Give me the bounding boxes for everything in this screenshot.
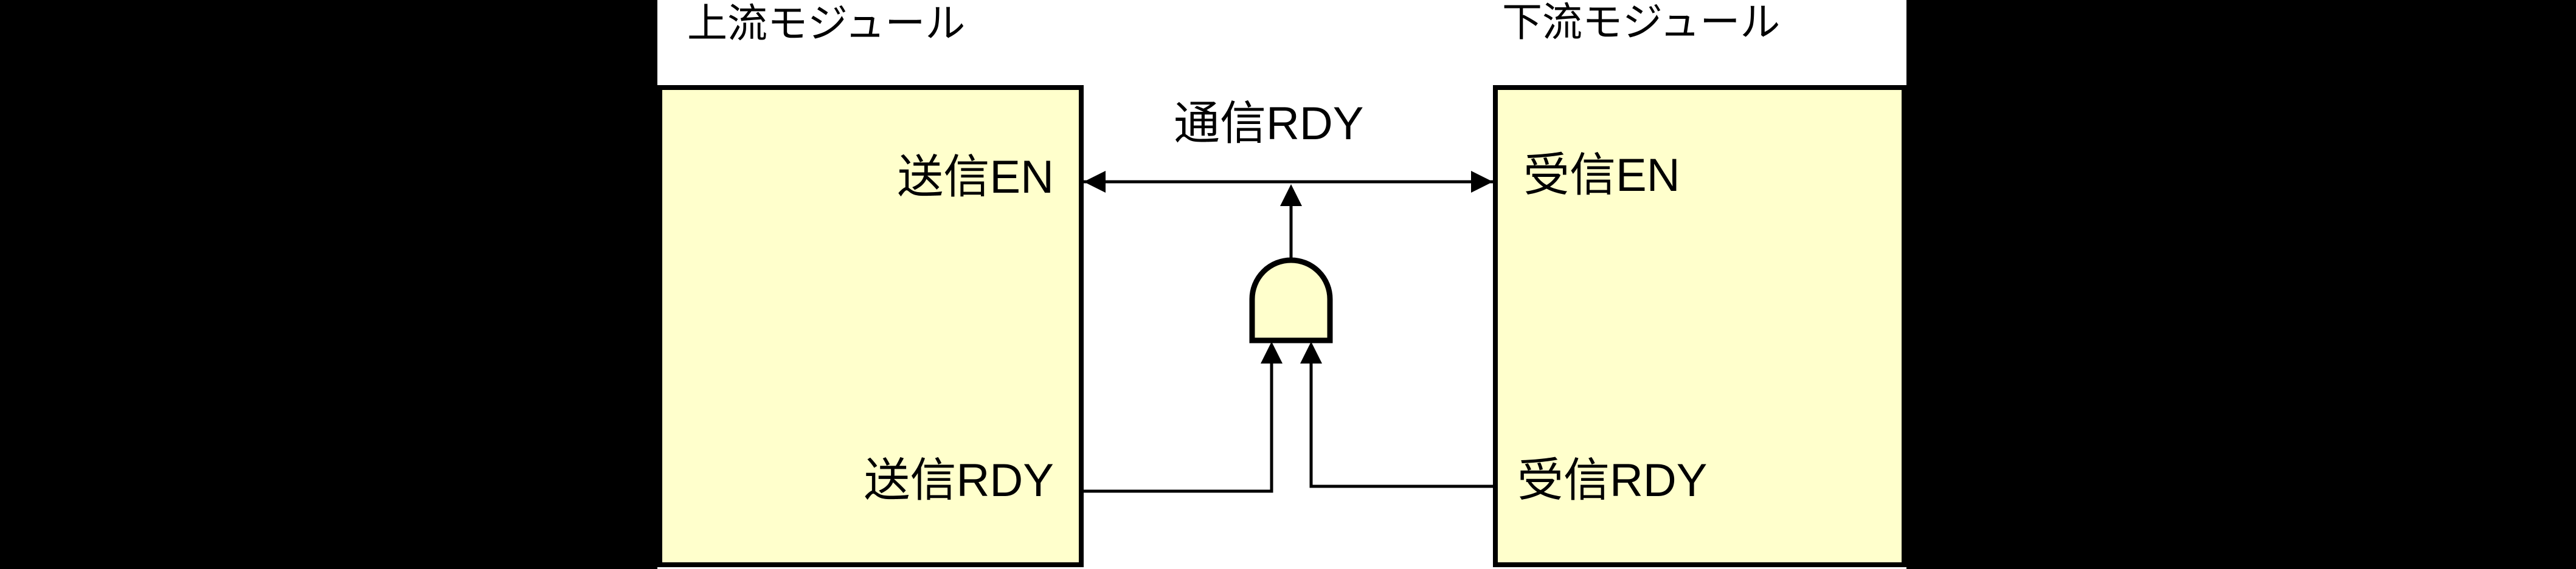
and-gate-icon (1249, 257, 1333, 343)
downstream-module-box: 受信EN 受信RDY (1493, 85, 1906, 567)
receive-rdy-wire (1309, 360, 1493, 488)
downstream-receive-rdy-label: 受信RDY (1517, 455, 1708, 506)
upstream-module-box: 送信EN 送信RDY (657, 85, 1084, 567)
upstream-send-en-label: 送信EN (897, 151, 1054, 203)
upstream-send-rdy-label: 送信RDY (864, 455, 1054, 506)
downstream-module-title: 下流モジュール (1502, 0, 1781, 44)
upstream-module-title: 上流モジュール (687, 1, 966, 46)
comm-rdy-label: 通信RDY (1174, 98, 1364, 150)
arrowhead-right-icon (1471, 171, 1493, 193)
send-rdy-wire (1084, 360, 1273, 493)
arrowhead-gate-input-right-icon (1300, 342, 1322, 364)
arrowhead-gate-input-left-icon (1261, 342, 1283, 364)
arrowhead-left-icon (1084, 171, 1106, 193)
downstream-receive-en-label: 受信EN (1523, 150, 1680, 201)
arrowhead-gate-output-icon (1280, 184, 1302, 206)
